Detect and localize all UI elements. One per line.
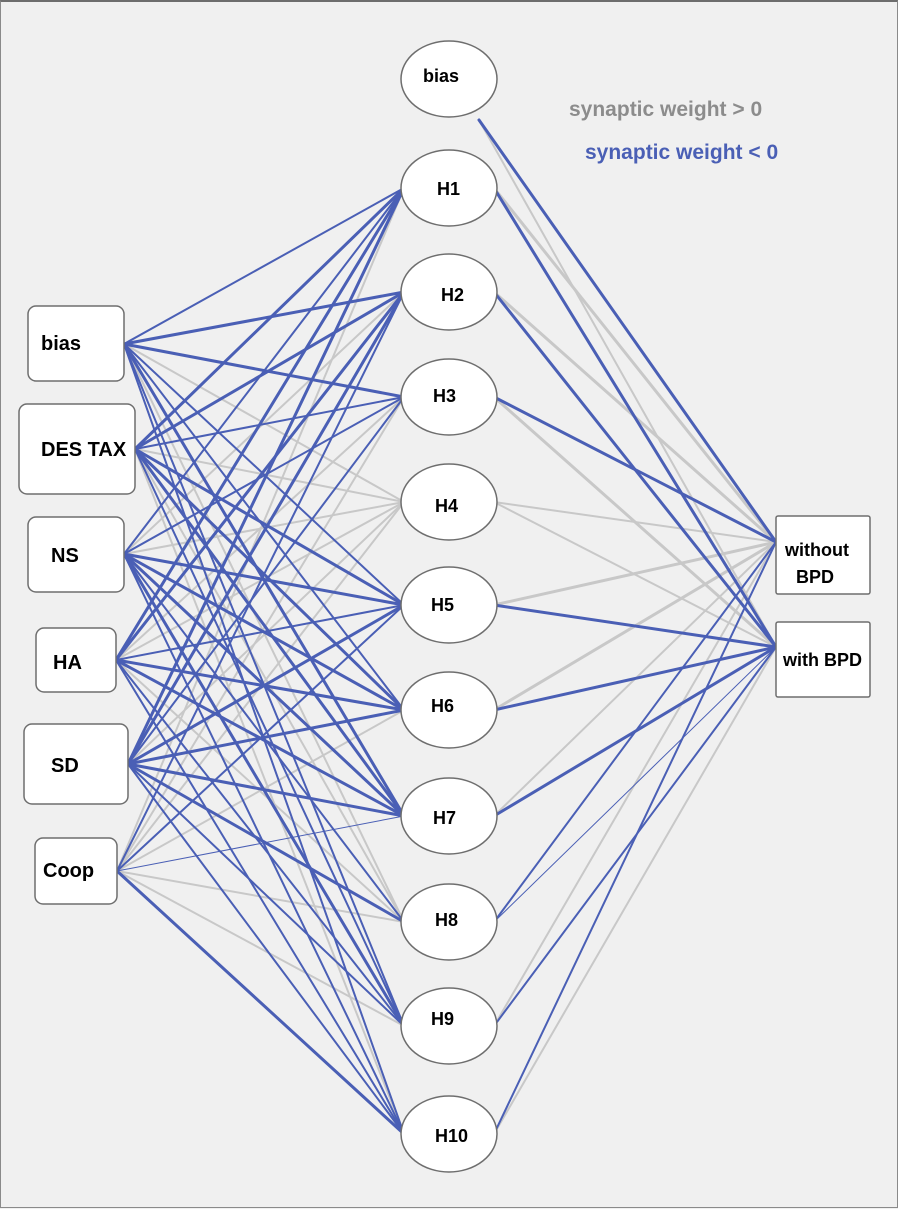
input-node-label: HA (53, 652, 82, 674)
hidden-node-h4: H4 (400, 463, 498, 541)
input-node-label: DES TAX (41, 439, 127, 461)
edge-input-hidden (122, 552, 406, 607)
connection-edges (114, 118, 778, 1136)
edge-input-hidden (134, 448, 405, 503)
output-node-label-line2: BPD (796, 567, 834, 587)
edge-input-hidden (133, 447, 406, 818)
edge-hidden-output (477, 118, 778, 544)
hidden-node-h8: H8 (400, 883, 498, 961)
hidden-node-label: H9 (431, 1009, 454, 1029)
edge-input-hidden (115, 604, 405, 661)
legend: synaptic weight > 0 synaptic weight < 0 (569, 98, 778, 164)
edge-input-hidden (133, 186, 406, 451)
edge-hidden-output (492, 645, 778, 712)
edge-input-hidden (123, 553, 405, 1135)
edge-input-hidden (123, 291, 405, 555)
edge-input-hidden (126, 762, 406, 924)
edge-input-hidden (126, 186, 406, 766)
edge-input-hidden (115, 869, 406, 1136)
edge-hidden-output (493, 501, 777, 543)
edge-input-hidden (127, 396, 405, 765)
edge-input-hidden (114, 290, 406, 662)
edge-input-hidden (116, 291, 405, 872)
edge-input-hidden (114, 186, 406, 662)
edge-input-hidden (122, 290, 406, 346)
hidden-node-label: H8 (435, 910, 458, 930)
input-node-ns: NS (27, 516, 125, 593)
legend-positive-label: synaptic weight > 0 (569, 98, 762, 121)
hidden-node-label: H1 (437, 179, 460, 199)
input-node-label: SD (51, 755, 79, 777)
edge-input-hidden (126, 762, 406, 818)
edge-input-hidden (114, 658, 406, 712)
edge-hidden-output (493, 541, 777, 923)
input-node-label: NS (51, 545, 79, 567)
hidden-node-h7: H7 (400, 777, 498, 855)
edge-input-hidden (123, 187, 405, 555)
input-node-des-tax: DES TAX (18, 403, 136, 495)
hidden-node-bias: bias (400, 40, 498, 118)
edge-input-hidden (127, 763, 405, 1135)
hidden-node-h6: H6 (400, 671, 498, 749)
hidden-node-h2: H2 (400, 253, 498, 331)
input-node-label: bias (41, 333, 81, 355)
input-node-ha: HA (35, 627, 117, 693)
edge-input-hidden (126, 290, 406, 766)
edge-hidden-output (492, 186, 778, 649)
hidden-node-label: H6 (431, 696, 454, 716)
hidden-node-h1: H1 (400, 149, 498, 227)
hidden-node-label: H5 (431, 595, 454, 615)
edge-input-hidden (134, 396, 405, 450)
hidden-node-h3: H3 (400, 358, 498, 436)
hidden-node-label: bias (423, 66, 459, 86)
edge-hidden-output (478, 119, 777, 648)
hidden-node-h5: H5 (400, 566, 498, 644)
hidden-node-label: H7 (433, 808, 456, 828)
edge-hidden-output (492, 395, 778, 544)
edge-input-hidden (115, 659, 405, 1027)
hidden-node-h9: H9 (400, 987, 498, 1065)
edge-input-hidden (123, 187, 405, 345)
input-node-label: Coop (43, 860, 94, 882)
edge-hidden-output (493, 646, 777, 923)
edge-input-hidden (126, 603, 406, 766)
edge-input-hidden (133, 290, 406, 451)
edge-input-hidden (126, 708, 406, 766)
hidden-node-label: H4 (435, 496, 458, 516)
input-node-coop: Coop (34, 837, 118, 905)
hidden-node-label: H2 (441, 285, 464, 305)
legend-negative-label: synaptic weight < 0 (585, 141, 778, 164)
hidden-node-label: H10 (435, 1126, 468, 1146)
edge-input-hidden (115, 659, 405, 1135)
edge-input-hidden (116, 604, 405, 872)
output-node-without-bpd: without BPD (775, 515, 871, 595)
edge-input-hidden (127, 763, 405, 1027)
input-node-sd: SD (23, 723, 129, 805)
edge-input-hidden (133, 447, 406, 607)
hidden-node-h10: H10 (400, 1095, 498, 1173)
edge-hidden-output (493, 541, 777, 1135)
output-node-label: without (784, 540, 849, 560)
input-node-bias: bias (27, 305, 125, 382)
edge-input-hidden (116, 396, 405, 872)
edge-hidden-output (492, 186, 778, 544)
output-node-label: with BPD (782, 650, 862, 670)
edge-input-hidden (116, 815, 405, 872)
edge-input-hidden (123, 396, 405, 555)
edge-hidden-output (493, 646, 777, 1135)
output-node-with-bpd: with BPD (775, 621, 871, 698)
hidden-node-label: H3 (433, 386, 456, 406)
edge-hidden-output (492, 540, 778, 607)
